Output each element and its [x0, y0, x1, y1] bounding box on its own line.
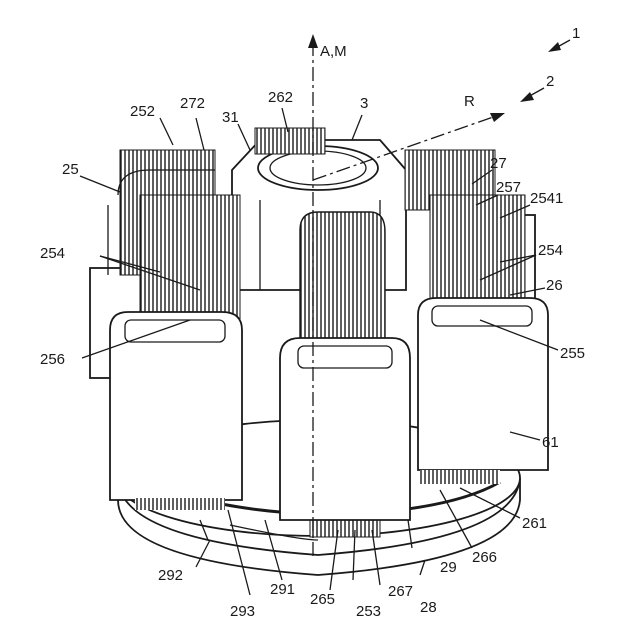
label-2541: 2541 — [530, 190, 563, 207]
tooth-front-right — [418, 298, 548, 484]
label-262: 262 — [268, 89, 293, 106]
label-31: 31 — [222, 109, 239, 126]
label-r: R — [464, 93, 475, 110]
label-25: 25 — [62, 161, 79, 178]
label-254-left: 254 — [40, 245, 65, 262]
label-2: 2 — [546, 73, 554, 90]
label-257: 257 — [496, 179, 521, 196]
label-261: 261 — [522, 515, 547, 532]
label-61: 61 — [542, 434, 559, 451]
label-3: 3 — [360, 95, 368, 112]
label-255: 255 — [560, 345, 585, 362]
label-265: 265 — [310, 591, 335, 608]
label-254-right: 254 — [538, 242, 563, 259]
label-253: 253 — [356, 603, 381, 620]
label-252: 252 — [130, 103, 155, 120]
label-28: 28 — [420, 599, 437, 616]
label-291: 291 — [270, 581, 295, 598]
label-27: 27 — [490, 155, 507, 172]
view-arrows — [520, 40, 570, 102]
label-293: 293 — [230, 603, 255, 620]
label-272: 272 — [180, 95, 205, 112]
label-267: 267 — [388, 583, 413, 600]
label-256: 256 — [40, 351, 65, 368]
label-29: 29 — [440, 559, 457, 576]
label-1: 1 — [572, 25, 580, 42]
label-266: 266 — [472, 549, 497, 566]
label-axis: A,M — [320, 43, 347, 60]
label-26: 26 — [546, 277, 563, 294]
label-292: 292 — [158, 567, 183, 584]
tooth-back-right — [405, 150, 535, 310]
